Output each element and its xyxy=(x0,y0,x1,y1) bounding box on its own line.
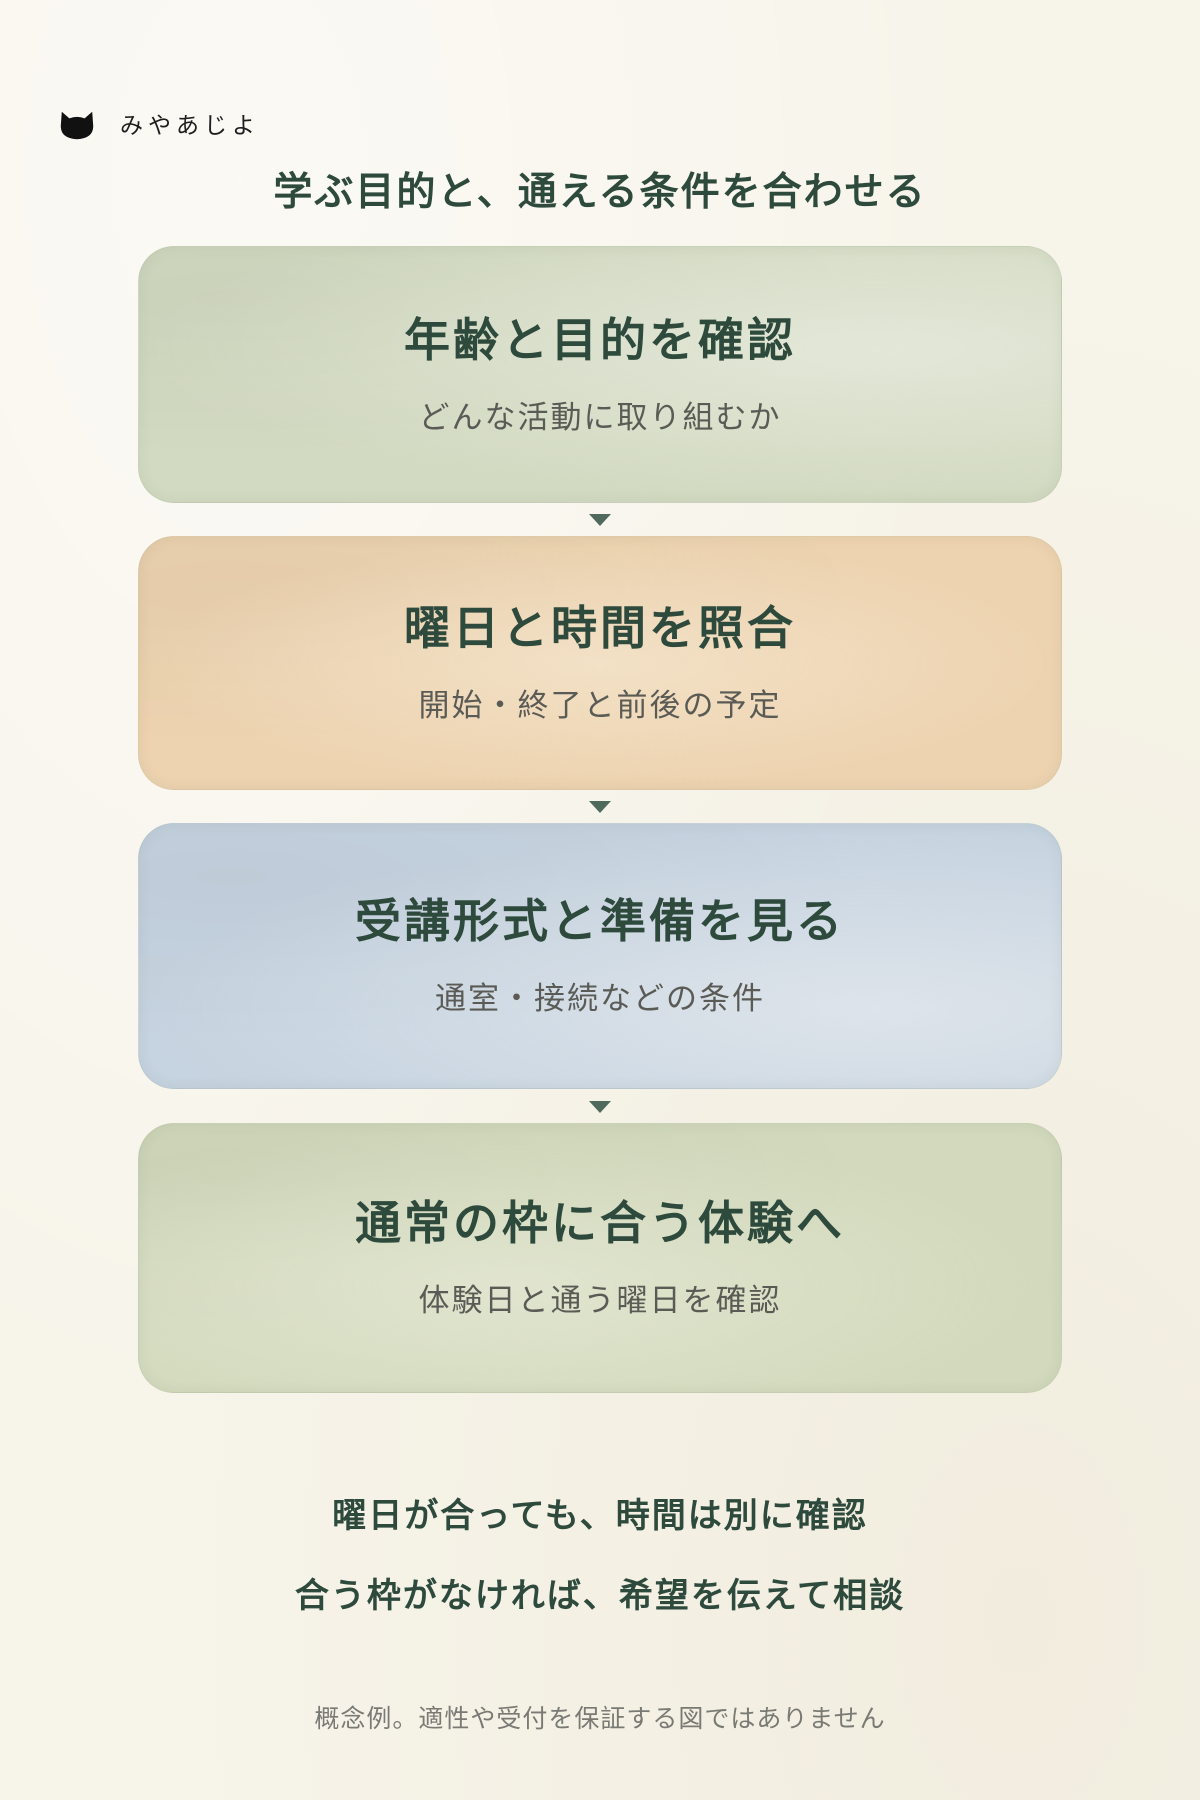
down-arrow-icon xyxy=(589,514,611,526)
step-card-2: 曜日と時間を照合 開始・終了と前後の予定 xyxy=(138,536,1062,790)
step-card-4: 通常の枠に合う体験へ 体験日と通う曜日を確認 xyxy=(138,1123,1062,1393)
cat-icon xyxy=(60,111,94,140)
step-title: 年齢と目的を確認 xyxy=(404,312,796,367)
step-title: 受講形式と準備を見る xyxy=(355,894,845,948)
step-subtitle: 通室・接続などの条件 xyxy=(435,981,765,1017)
disclaimer: 概念例。適性や受付を保証する図ではありません xyxy=(314,1704,886,1733)
brand-name: みやあじよ xyxy=(120,113,260,139)
step-title: 曜日と時間を照合 xyxy=(404,601,796,655)
down-arrow-icon xyxy=(589,1101,611,1113)
note-time-check: 曜日が合っても、時間は別に確認 xyxy=(332,1496,868,1536)
step-card-1: 年齢と目的を確認 どんな活動に取り組むか xyxy=(138,246,1062,503)
step-card-3: 受講形式と準備を見る 通室・接続などの条件 xyxy=(138,823,1062,1089)
note-consult: 合う枠がなければ、希望を伝えて相談 xyxy=(294,1576,906,1616)
step-title: 通常の枠に合う体験へ xyxy=(355,1196,845,1250)
step-subtitle: 開始・終了と前後の予定 xyxy=(418,688,782,724)
step-subtitle: 体験日と通う曜日を確認 xyxy=(418,1283,782,1319)
page-title: 学ぶ目的と、通える条件を合わせる xyxy=(273,170,927,215)
step-subtitle: どんな活動に取り組むか xyxy=(418,399,782,436)
down-arrow-icon xyxy=(589,801,611,813)
